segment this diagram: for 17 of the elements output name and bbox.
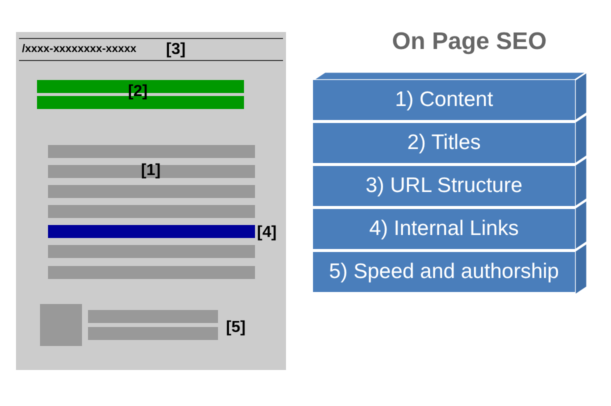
- callout-number: [3]: [166, 40, 186, 60]
- layer-label: 2) Titles: [407, 130, 481, 156]
- callout-number: [5]: [226, 318, 246, 338]
- url-text: /xxxx-xxxxxxxx-xxxxx: [22, 42, 136, 57]
- layer-label: 1) Content: [394, 87, 494, 114]
- layer-label: 3) URL Structure: [366, 173, 522, 200]
- callout-number: [1]: [141, 161, 161, 181]
- stack-layer: [313, 123, 575, 166]
- callout-number: [4]: [257, 223, 277, 243]
- title: On Page SEO: [392, 27, 547, 57]
- layer-label: 4) Internal Links: [369, 216, 519, 242]
- stack-layer: [313, 209, 575, 252]
- stack-layer: [313, 80, 575, 123]
- layer-label: 5) Speed and authorship: [328, 259, 559, 286]
- stack-layer: [313, 166, 575, 209]
- stack-layer: [313, 252, 575, 295]
- page-mockup: [16, 32, 286, 370]
